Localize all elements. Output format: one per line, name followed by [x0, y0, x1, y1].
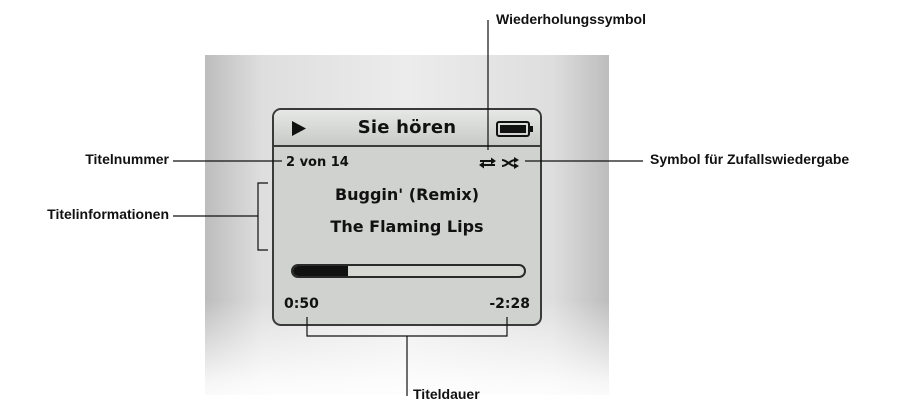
player-screen: Sie hören 2 von 14 Buggin' (Remix) The F… [272, 108, 542, 326]
artist-name: The Flaming Lips [330, 217, 484, 236]
progress-bar [291, 264, 526, 278]
screen-header: Sie hören [274, 110, 540, 147]
callout-track-number: Titelnummer [85, 151, 169, 167]
progress-bar-fill [293, 266, 349, 276]
callout-shuffle-icon: Symbol für Zufallswiedergabe [650, 151, 850, 167]
repeat-icon [479, 157, 496, 169]
track-number: 2 von 14 [286, 155, 349, 170]
header-title: Sie hören [357, 117, 457, 138]
callout-track-info: Titelinformationen [47, 206, 169, 222]
time-remaining: -2:28 [489, 296, 530, 312]
time-elapsed: 0:50 [284, 296, 319, 312]
play-icon [292, 121, 306, 136]
battery-icon [496, 121, 533, 137]
callout-track-duration: Titeldauer [413, 386, 480, 402]
song-title: Buggin' (Remix) [334, 185, 480, 204]
callout-repeat-icon: Wiederholungssymbol [496, 11, 647, 27]
shuffle-icon [501, 157, 519, 169]
